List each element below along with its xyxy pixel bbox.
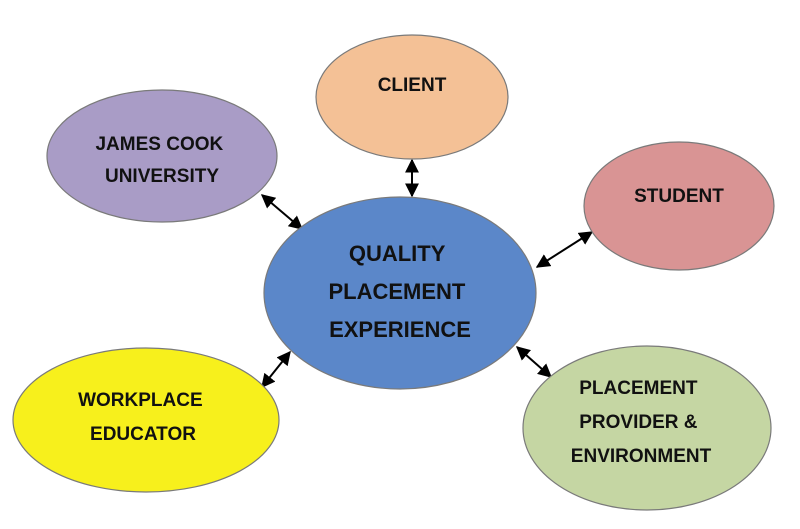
connector-center-student <box>535 231 594 268</box>
node-workplace-educator-label-line-1: WORKPLACE <box>78 390 203 411</box>
node-student: STUDENT <box>583 141 775 271</box>
node-client: CLIENT <box>315 34 509 160</box>
node-placement-provider-shape <box>522 345 772 511</box>
node-center-label: QUALITY PLACEMENT EXPERIENCE <box>328 241 471 342</box>
node-center: QUALITY PLACEMENT EXPERIENCE <box>263 196 537 390</box>
node-placement-provider-label-line-1: PLACEMENT <box>579 378 698 399</box>
node-client-label: CLIENT <box>378 75 447 96</box>
node-placement-provider-label-line-3: ENVIRONMENT <box>571 446 712 467</box>
node-jcu-label: JAMES COOK UNIVERSITY <box>95 134 228 187</box>
node-placement-provider-label-line-2: PROVIDER & <box>579 412 698 433</box>
node-client-label-line-1: CLIENT <box>378 75 447 96</box>
node-workplace-educator-label-line-2: EDUCATOR <box>90 424 196 445</box>
node-center-label-line-1: QUALITY <box>349 241 446 266</box>
node-center-shape <box>263 196 537 390</box>
node-student-label-line-1: STUDENT <box>634 186 724 207</box>
node-student-label: STUDENT <box>634 186 724 207</box>
node-center-label-line-2: PLACEMENT <box>328 279 465 304</box>
node-jcu-shape <box>46 89 278 223</box>
node-jcu-label-line-2: UNIVERSITY <box>105 166 219 187</box>
node-jcu: JAMES COOK UNIVERSITY <box>46 89 278 223</box>
node-placement-provider: PLACEMENT PROVIDER & ENVIRONMENT <box>522 345 772 511</box>
node-jcu-label-line-1: JAMES COOK <box>95 134 223 155</box>
node-workplace-educator-label: WORKPLACE EDUCATOR <box>78 390 208 445</box>
node-student-shape <box>583 141 775 271</box>
node-workplace-educator: WORKPLACE EDUCATOR <box>12 347 280 493</box>
node-center-label-line-3: EXPERIENCE <box>329 317 471 342</box>
node-client-shape <box>315 34 509 160</box>
node-workplace-educator-shape <box>12 347 280 493</box>
connector-center-workplace-educator <box>261 350 291 389</box>
connector-center-jcu <box>260 194 304 230</box>
connector-center-placement-provider <box>515 346 553 378</box>
node-placement-provider-label: PLACEMENT PROVIDER & ENVIRONMENT <box>571 378 712 467</box>
